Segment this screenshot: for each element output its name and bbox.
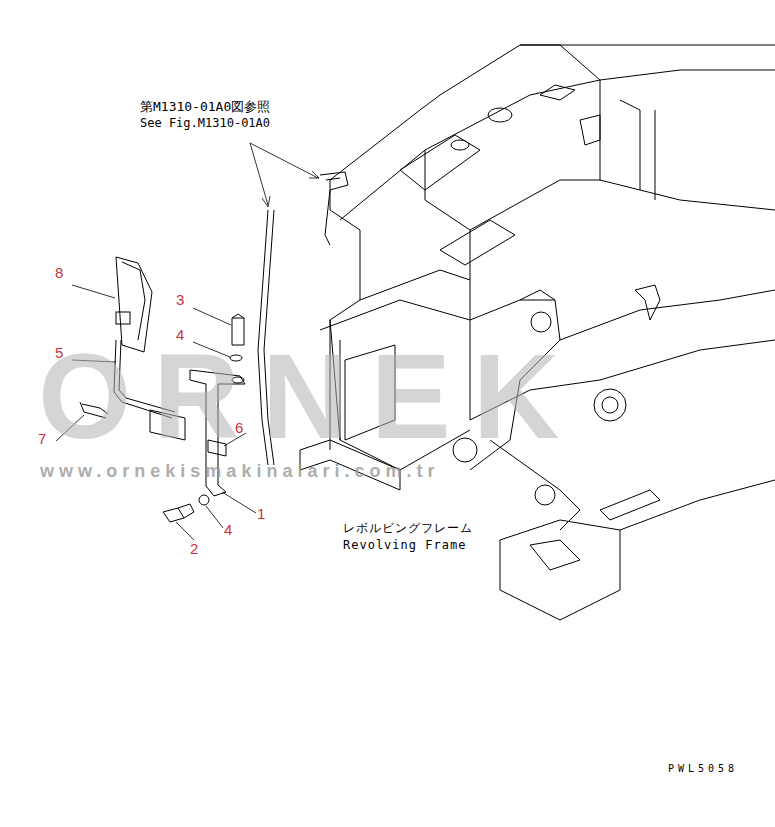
callout-number: 3 <box>176 292 184 309</box>
watermark: www.ornekismakinalari.com.tr <box>40 462 439 482</box>
callout-number: 8 <box>55 265 63 282</box>
drawing-number: PWL5058 <box>668 763 738 774</box>
callout-number: 4 <box>224 522 232 539</box>
callout-number: 1 <box>257 506 265 523</box>
reference-note: 第M1310-01A0図参照 <box>140 100 270 114</box>
watermark: ORNEK <box>38 330 581 462</box>
part-name: Revolving Frame <box>343 539 466 552</box>
reference-note: See Fig.M1310-01A0 <box>140 117 270 130</box>
part-name: レボルビングフレーム <box>343 522 473 535</box>
callout-number: 2 <box>190 541 198 558</box>
